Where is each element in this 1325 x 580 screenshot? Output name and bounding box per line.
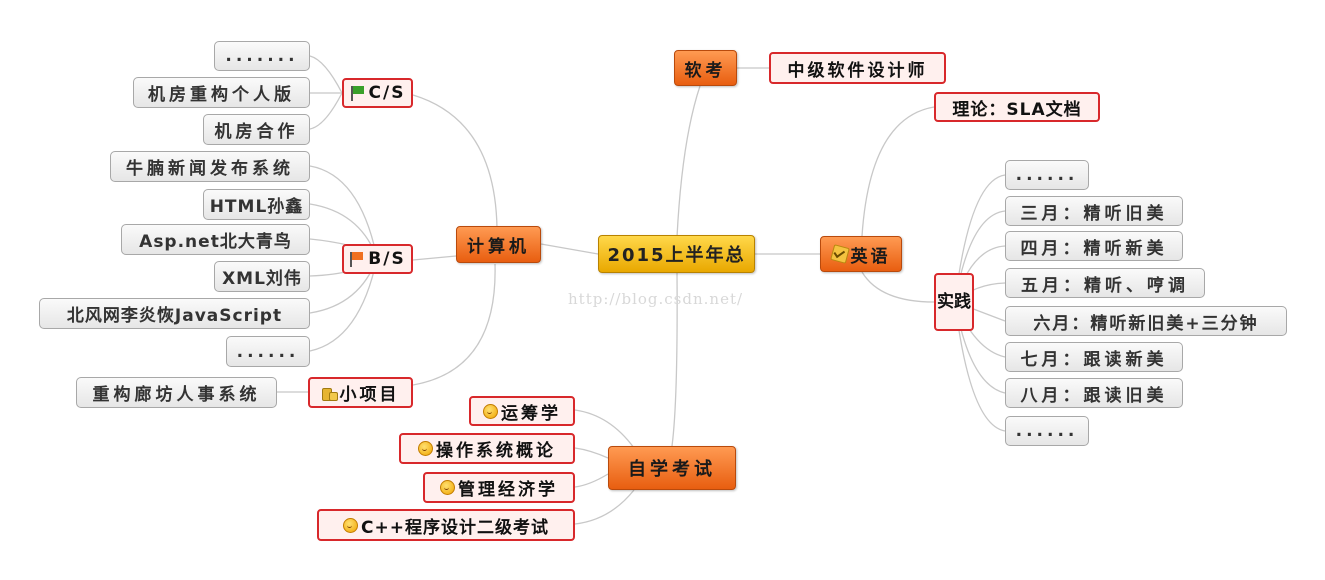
- leaf-practice-june[interactable]: 六月：精听新旧美+三分钟: [1005, 306, 1287, 336]
- subtopic-operations-research-label: 运筹学: [501, 403, 561, 424]
- leaf-bs-javascript[interactable]: 北风网李炎恢JavaScript: [39, 298, 310, 329]
- leaf-practice-etc-bottom[interactable]: ......: [1005, 416, 1089, 446]
- subtopic-cpp-exam-label: C++程序设计二级考试: [361, 517, 549, 538]
- leaf-cs-personal-refactor[interactable]: 机房重构个人版: [133, 77, 310, 108]
- subtopic-bs-label: B/S: [368, 249, 406, 269]
- smiley-icon: [440, 480, 455, 495]
- subtopic-software-designer[interactable]: 中级软件设计师: [769, 52, 946, 84]
- topic-computer[interactable]: 计算机: [456, 226, 541, 263]
- subtopic-small-project[interactable]: 小项目: [308, 377, 413, 408]
- subtopic-sla-theory[interactable]: 理论：SLA文档: [934, 92, 1100, 122]
- smiley-icon: [343, 517, 359, 533]
- leaf-bs-xml[interactable]: XML刘伟: [214, 261, 310, 292]
- orange-flag-icon: [349, 251, 365, 267]
- topic-self-study[interactable]: 自学考试: [608, 446, 736, 490]
- leaf-bs-html[interactable]: HTML孙鑫: [203, 189, 310, 220]
- subtopic-cs-label: C/S: [368, 83, 406, 103]
- check-icon: [829, 244, 850, 264]
- leaf-practice-july[interactable]: 七月：跟读新美: [1005, 342, 1183, 372]
- coins-icon: [321, 385, 338, 401]
- subtopic-small-project-label: 小项目: [339, 385, 400, 405]
- green-flag-icon: [350, 85, 366, 101]
- leaf-practice-august[interactable]: 八月：跟读旧美: [1005, 378, 1183, 408]
- leaf-cs-teamwork[interactable]: 机房合作: [203, 114, 310, 145]
- topic-english[interactable]: 英语: [820, 236, 902, 272]
- topic-english-label: 英语: [850, 246, 891, 267]
- watermark-text: http://blog.csdn.net/: [568, 290, 744, 308]
- leaf-hr-system[interactable]: 重构廊坊人事系统: [76, 377, 277, 408]
- leaf-practice-april[interactable]: 四月：精听新美: [1005, 231, 1183, 261]
- subtopic-practice[interactable]: 实践: [934, 273, 974, 331]
- leaf-practice-may[interactable]: 五月：精听、哼调: [1005, 268, 1205, 298]
- leaf-cs-etc[interactable]: .......: [214, 41, 310, 71]
- leaf-practice-march[interactable]: 三月：精听旧美: [1005, 196, 1183, 226]
- leaf-bs-news-system[interactable]: 牛腩新闻发布系统: [110, 151, 310, 182]
- leaf-bs-aspnet[interactable]: Asp.net北大青鸟: [121, 224, 310, 255]
- subtopic-operations-research[interactable]: 运筹学: [469, 396, 575, 426]
- topic-ruankao[interactable]: 软考: [674, 50, 737, 86]
- root-topic[interactable]: 2015上半年总: [598, 235, 755, 273]
- smiley-icon: [418, 441, 433, 456]
- subtopic-managerial-economics[interactable]: 管理经济学: [423, 472, 575, 503]
- smiley-icon: [483, 403, 498, 419]
- subtopic-managerial-economics-label: 管理经济学: [458, 480, 558, 500]
- subtopic-os-intro[interactable]: 操作系统概论: [399, 433, 575, 464]
- subtopic-os-intro-label: 操作系统概论: [436, 441, 556, 461]
- subtopic-cs[interactable]: C/S: [342, 78, 413, 108]
- subtopic-bs[interactable]: B/S: [342, 244, 413, 274]
- leaf-practice-etc-top[interactable]: ......: [1005, 160, 1089, 190]
- subtopic-cpp-exam[interactable]: C++程序设计二级考试: [317, 509, 575, 541]
- leaf-bs-etc[interactable]: ......: [226, 336, 310, 367]
